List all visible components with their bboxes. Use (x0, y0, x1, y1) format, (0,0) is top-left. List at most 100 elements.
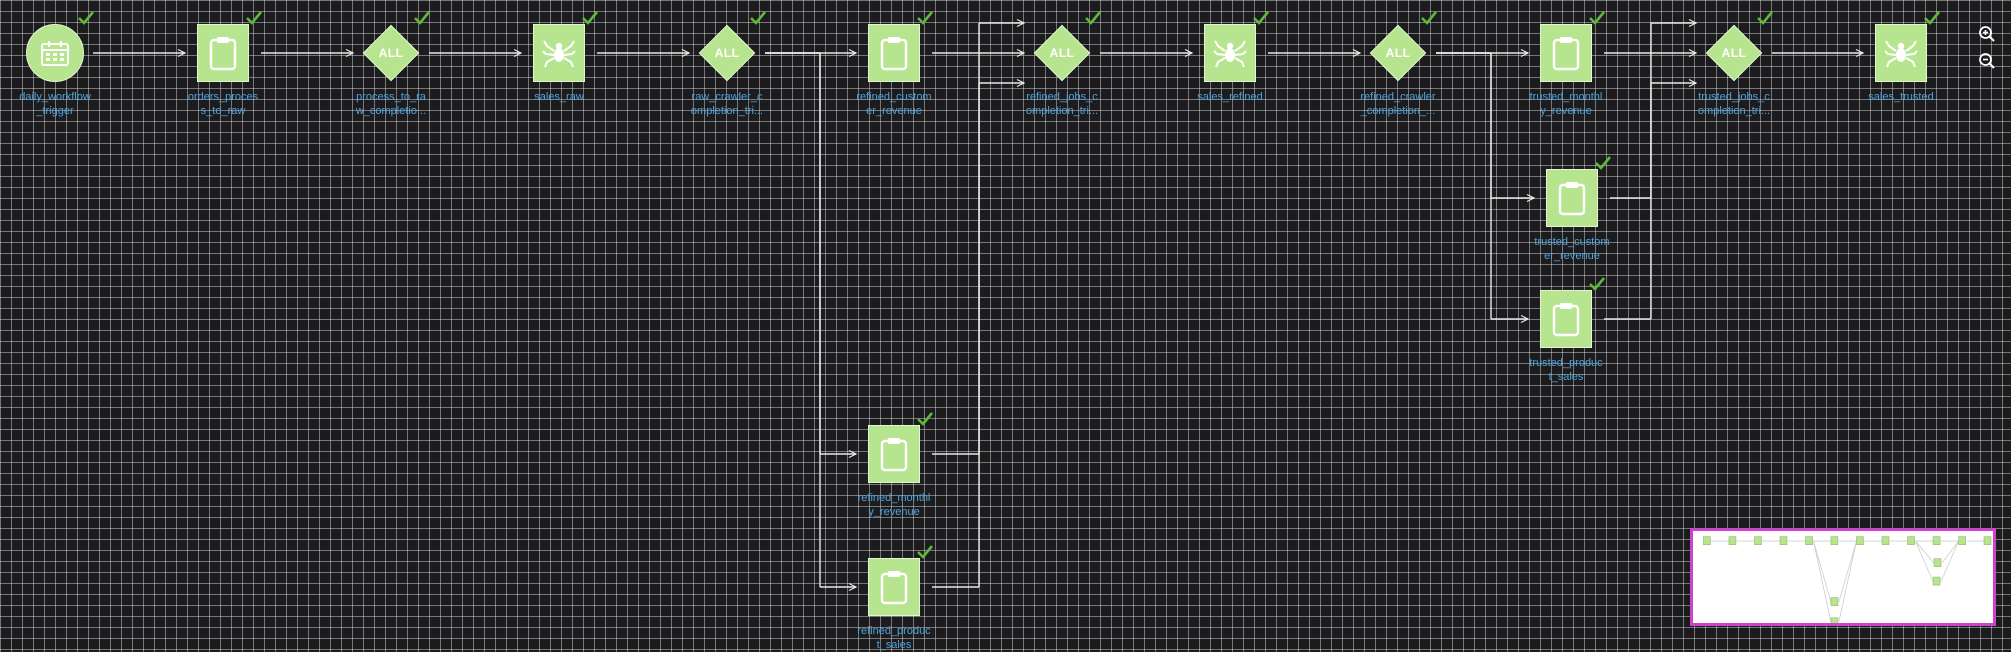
minimap-node (1830, 536, 1839, 545)
edge-arrowhead (1016, 18, 1026, 28)
clipboard-icon (208, 35, 238, 71)
success-check-icon (1588, 276, 1606, 292)
minimap[interactable] (1690, 528, 1996, 626)
job-shape (1540, 290, 1592, 348)
minimap-node (1805, 536, 1813, 545)
edge-arrowhead (1688, 78, 1698, 88)
edge-arrowhead (681, 48, 691, 58)
edge-arrowhead (1855, 48, 1865, 58)
clipboard-icon (879, 35, 909, 71)
edge-arrowhead (1688, 48, 1698, 58)
success-check-icon (581, 10, 599, 26)
success-check-icon (245, 10, 263, 26)
job-shape (868, 558, 920, 616)
success-check-icon (1252, 10, 1270, 26)
minimap-edge (1915, 540, 1934, 582)
minimap-node (1728, 536, 1737, 545)
gate-node-refined-crawler-completion[interactable]: ALL refined_crawler_completion_... (1360, 11, 1438, 117)
clipboard-icon (1551, 35, 1581, 71)
edge-arrowhead (177, 48, 187, 58)
edge-arrowhead (848, 48, 858, 58)
minimap-node (1779, 536, 1788, 545)
job-shape (868, 425, 920, 483)
spider-icon (1213, 37, 1247, 69)
crawler-node-sales-trusted[interactable]: sales_trusted (1868, 11, 1941, 103)
minimap-edge (1838, 540, 1857, 623)
minimap-edge (1941, 540, 1959, 564)
success-check-icon (916, 544, 934, 560)
job-shape (197, 24, 249, 82)
zoom-in-button[interactable] (1976, 23, 1998, 45)
success-check-icon (413, 10, 431, 26)
minimap-node (1983, 536, 1992, 545)
minimap-node (1881, 536, 1890, 545)
clipboard-icon (879, 569, 909, 605)
minimap-graph (1703, 536, 1992, 623)
minimap-edge (1838, 540, 1857, 603)
node-label: sales_refined (1197, 91, 1263, 103)
success-check-icon (1588, 10, 1606, 26)
gate-condition-label: ALL (1385, 46, 1411, 60)
node-label: sales_raw (534, 91, 584, 103)
minimap-node (1932, 576, 1941, 586)
edge-arrowhead (1184, 48, 1194, 58)
clipboard-icon (1557, 180, 1587, 216)
spider-icon (1884, 37, 1918, 69)
minimap-node (1958, 536, 1966, 545)
zoom-out-button[interactable] (1976, 50, 1998, 72)
minimap-edge (1940, 540, 1959, 582)
node-label: refined_crawler_completion_... (1360, 91, 1436, 117)
minimap-node (1830, 597, 1839, 606)
edge-arrowhead (848, 582, 858, 592)
success-check-icon (916, 10, 934, 26)
gate-condition-label: ALL (1721, 46, 1747, 60)
success-check-icon (749, 10, 767, 26)
success-check-icon (1420, 10, 1438, 26)
success-check-icon (1923, 10, 1941, 26)
minimap-node (1933, 558, 1942, 567)
crawler-node-sales-raw[interactable]: sales_raw (533, 11, 599, 103)
minimap-edge (1915, 540, 1935, 564)
success-check-icon (916, 411, 934, 427)
trigger-node-daily-workflow-trigger[interactable]: daily_workflow_trigger (19, 11, 95, 117)
success-check-icon (1756, 10, 1774, 26)
edge-arrowhead (848, 449, 858, 459)
edge-arrowhead (1520, 314, 1530, 324)
edge-arrowhead (513, 48, 523, 58)
edge-arrowhead (1016, 78, 1026, 88)
minimap-edge (1813, 540, 1832, 603)
minimap-node (1830, 617, 1839, 623)
edge-arrowhead (1688, 18, 1698, 28)
node-label: daily_workflow_trigger (19, 91, 91, 117)
clipboard-icon (879, 436, 909, 472)
crawler-node-sales-refined[interactable]: sales_refined (1197, 11, 1270, 103)
minimap-edge (1813, 540, 1832, 623)
edge-arrowhead (1520, 48, 1530, 58)
calendar-icon (40, 39, 70, 67)
job-shape (1540, 24, 1592, 82)
node-label: sales_trusted (1868, 91, 1934, 103)
success-check-icon (77, 10, 95, 26)
success-check-icon (1084, 10, 1102, 26)
